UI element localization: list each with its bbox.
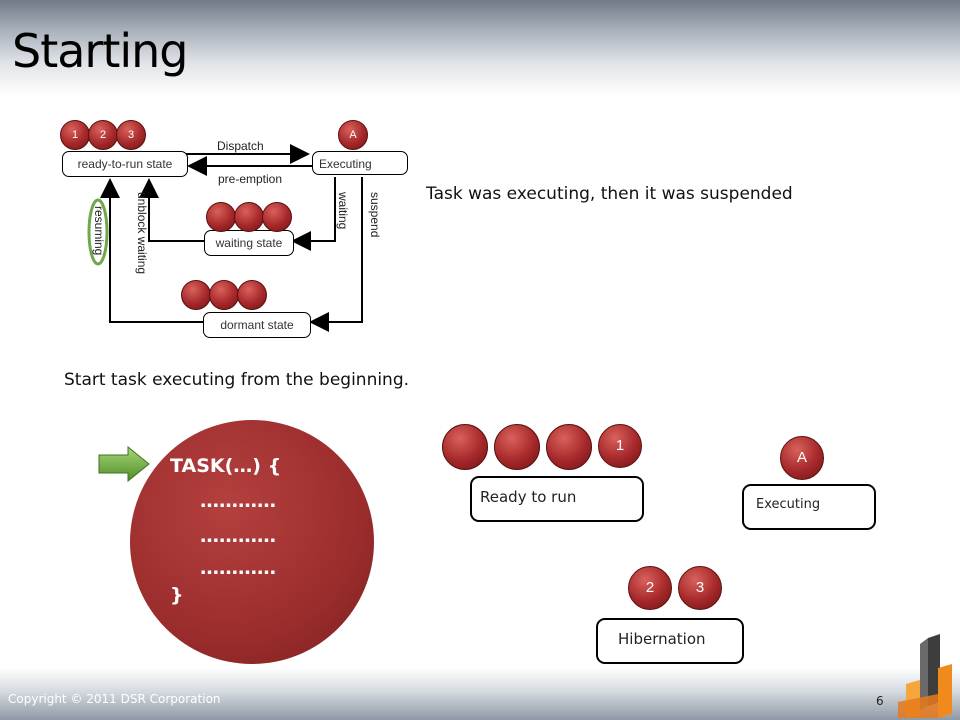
- hibernation-label: Hibernation: [618, 630, 706, 648]
- dispatch-label: Dispatch: [217, 139, 264, 153]
- dormant-ball: [209, 280, 239, 310]
- middle-note: Start task executing from the beginning.: [64, 370, 410, 390]
- ready-to-run-box: Ready to run: [470, 476, 644, 522]
- ready-to-run-label: Ready to run: [480, 488, 577, 506]
- ready-to-run-state: ready-to-run state: [62, 151, 188, 177]
- executing-label: Executing: [756, 497, 821, 512]
- executing-box: Executing: [742, 484, 876, 530]
- resuming-label: resuming: [92, 206, 106, 256]
- ready-queue-ball: [442, 424, 488, 470]
- preemption-label: pre-emption: [218, 172, 283, 186]
- ready-task-ball: 2: [88, 120, 118, 150]
- company-logo-icon: [898, 634, 952, 718]
- hibernating-task-ball: 2: [628, 566, 672, 610]
- hibernation-box: Hibernation: [596, 618, 744, 664]
- hibernating-task-ball: 3: [678, 566, 722, 610]
- dormant-state: dormant state: [203, 312, 311, 338]
- suspend-arrow: [309, 177, 363, 332]
- resuming-highlight: [87, 198, 109, 266]
- unblock-arrow: [139, 178, 205, 242]
- task-code-circle: [130, 420, 374, 664]
- suspend-label: suspend: [368, 192, 382, 238]
- unblock-label: unblock waiting: [135, 192, 149, 275]
- task-code-line: …………: [200, 525, 276, 547]
- slide-title: Starting: [12, 24, 189, 78]
- waiting-ball: [262, 202, 292, 232]
- copyright-text: Copyright © 2011 DSR Corporation: [8, 692, 221, 706]
- waiting-ball: [234, 202, 264, 232]
- ready-queue-ball: [494, 424, 540, 470]
- dormant-ball: [181, 280, 211, 310]
- executing-state: Executing: [312, 151, 408, 175]
- task-header: TASK(…) {: [170, 455, 282, 477]
- task-footer: }: [170, 584, 184, 606]
- dormant-ball: [237, 280, 267, 310]
- ready-queue-ball: [546, 424, 592, 470]
- waiting-state: waiting state: [204, 230, 294, 256]
- executing-task-ball: A: [338, 120, 368, 150]
- header-band: [0, 0, 960, 96]
- ready-task-ball: 1: [60, 120, 90, 150]
- waiting-label: waiting: [336, 192, 350, 230]
- green-arrow-icon: [98, 446, 150, 482]
- executing-task-ball: A: [780, 436, 824, 480]
- waiting-ball: [206, 202, 236, 232]
- ready-task-ball: 1: [598, 424, 642, 468]
- waiting-arrow: [291, 177, 336, 251]
- resuming-arrow: [100, 178, 203, 323]
- ready-task-ball: 3: [116, 120, 146, 150]
- top-note: Task was executing, then it was suspende…: [426, 184, 793, 204]
- page-number: 6: [876, 694, 884, 708]
- task-code-line: …………: [200, 557, 276, 579]
- task-code-line: …………: [200, 490, 276, 512]
- footer-band: [0, 668, 960, 720]
